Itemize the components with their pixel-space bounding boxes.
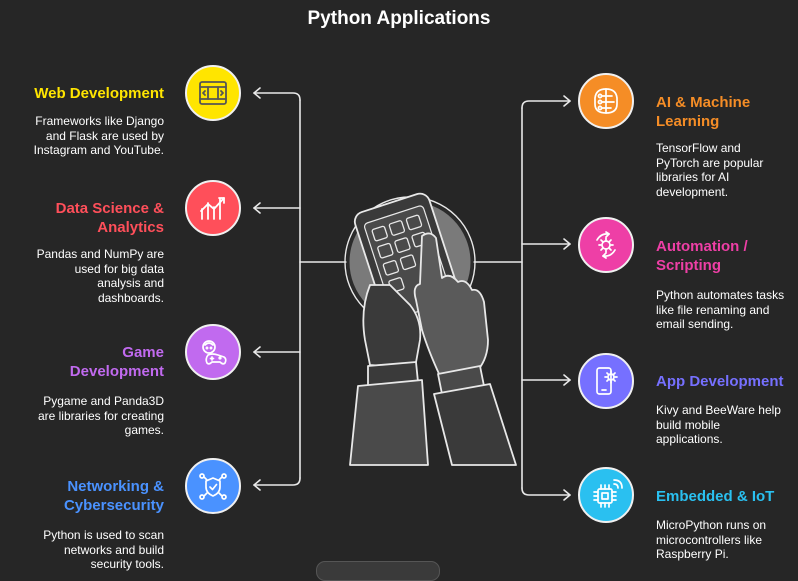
game-development-heading: Game Development [69,344,164,380]
ai-ml-circle [578,73,634,129]
browser-window-icon [199,81,227,105]
mobile-gear-icon [596,367,618,395]
embedded-iot-circle [578,467,634,523]
game-development-description: Pygame and Panda3D are libraries for cre… [37,394,164,437]
ai-brain-icon [594,88,618,114]
chart-trend-icon [200,197,225,220]
networking-circle [185,458,241,514]
gamepad-person-icon [202,340,227,365]
automation-heading: Automation / Scripting [656,238,748,274]
web-development-circle [185,65,241,121]
automation-circle [578,217,634,273]
web-development-description: Frameworks like Django and Flask are use… [33,114,164,157]
microchip-icon [593,479,623,508]
app-development-heading: App Development [656,373,784,390]
game-development-circle [185,324,241,380]
gear-cycle-icon [596,231,616,259]
bottom-toolbar[interactable] [316,561,440,581]
embedded-iot-description: MicroPython runs on microcontrollers lik… [656,518,767,561]
networking-description: Python is used to scan networks and buil… [43,528,164,571]
networking-heading: Networking & Cybersecurity [63,478,164,514]
embedded-iot-heading: Embedded & IoT [656,488,775,505]
page-title: Python Applications [307,8,491,29]
data-science-description: Pandas and NumPy are used for big data a… [36,247,164,305]
shield-network-icon [199,473,227,500]
app-development-circle [578,353,634,409]
data-science-heading: Data Science & Analytics [55,200,164,236]
data-science-circle [185,180,241,236]
ai-ml-heading: AI & Machine Learning [656,94,751,130]
automation-description: Python automates tasks like file renamin… [656,288,785,331]
ai-ml-description: TensorFlow and PyTorch are popular libra… [656,141,764,199]
hands-tablet-icon [344,192,517,466]
app-development-description: Kivy and BeeWare help build mobile appli… [656,403,781,446]
web-development-heading: Web Development [34,85,164,102]
